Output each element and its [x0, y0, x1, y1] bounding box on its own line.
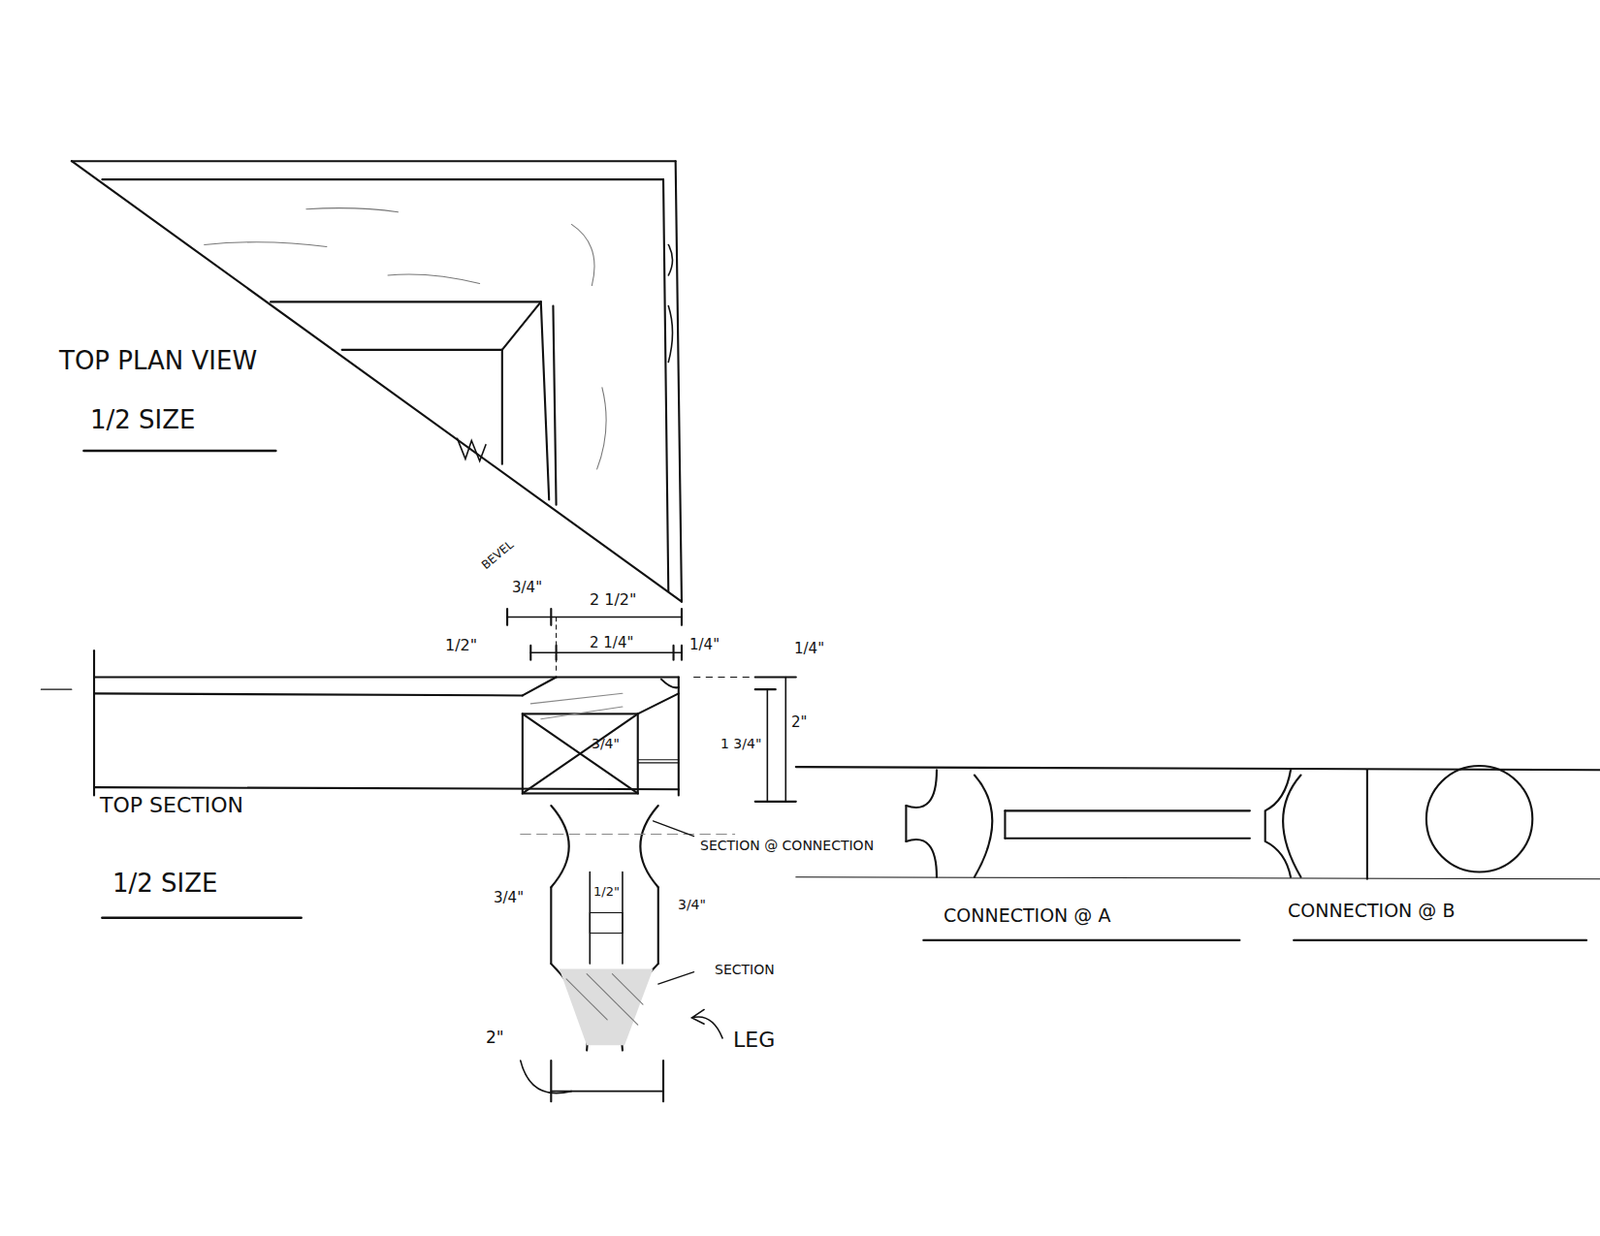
dimension-label: 2 1/2" — [589, 591, 637, 609]
dimension-label: 2" — [485, 1028, 505, 1048]
top-section — [40, 608, 796, 919]
dimension-label: 3/4" — [591, 736, 620, 752]
dimension-label: 1/4" — [689, 637, 720, 654]
dimension-label: 1/2" — [445, 637, 478, 655]
dimension-label: 3/4" — [493, 890, 524, 907]
dimension-label: 1/2" — [593, 885, 620, 899]
dimension-label: SECTION — [714, 962, 775, 978]
connection-views — [796, 766, 1600, 941]
dimension-label: 1/2 SIZE — [90, 406, 196, 435]
dimension-label: 1 3/4" — [720, 736, 762, 752]
dimension-label: TOP PLAN VIEW — [59, 347, 257, 376]
dimension-label: 2 1/4" — [589, 635, 634, 652]
dimension-label: BEVEL — [480, 538, 517, 573]
dimension-label: LEG — [733, 1028, 775, 1053]
dimension-label: 1/2 SIZE — [112, 869, 219, 898]
dimension-label: 2" — [791, 714, 807, 732]
dimension-label: CONNECTION @ B — [1287, 900, 1455, 922]
dimension-label: SECTION @ CONNECTION — [700, 838, 879, 854]
dimension-label: 3/4" — [512, 579, 543, 597]
dimension-label: 3/4" — [677, 897, 706, 913]
plan-view — [71, 160, 682, 602]
dimension-label: 1/4" — [794, 640, 825, 658]
dimension-label: TOP SECTION — [99, 794, 244, 818]
dimension-label: CONNECTION @ A — [943, 905, 1111, 927]
